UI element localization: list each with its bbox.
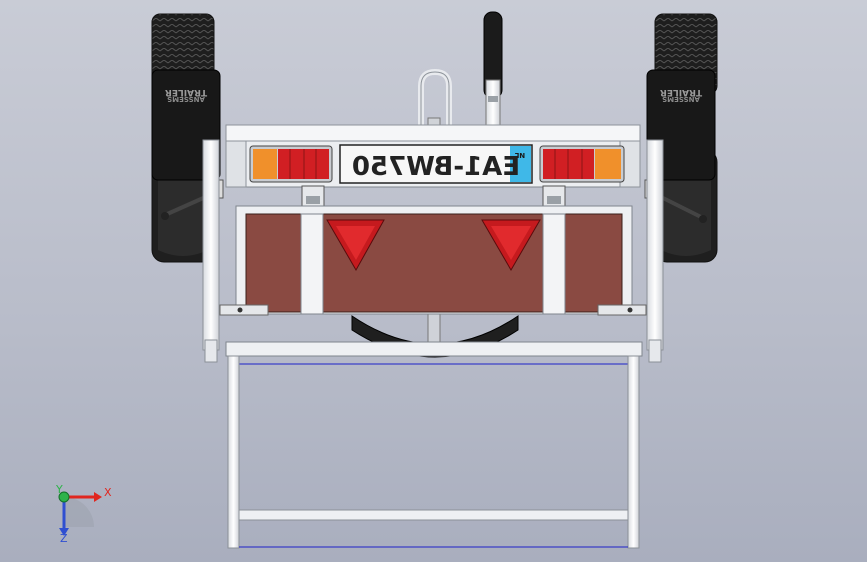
right-mudguard-brand: TRAILER [660, 87, 702, 97]
right-reflector [481, 219, 541, 271]
right-mudguard: TRAILER ANSSEMS [646, 69, 716, 181]
plate-country-code: NL [514, 151, 525, 159]
left-post [202, 139, 220, 363]
svg-text:ANSSEMS: ANSSEMS [662, 95, 700, 103]
right-post [646, 139, 664, 363]
left-reflector [326, 219, 385, 272]
left-bracket [219, 304, 269, 316]
right-tail-light [539, 145, 625, 183]
x-axis-label: X [104, 486, 112, 499]
left-tail-light [249, 145, 333, 183]
left-mudguard-brand: TRAILER [165, 87, 207, 97]
jockey-wheel [483, 11, 503, 127]
z-axis-label: Z [60, 532, 68, 545]
y-axis [58, 491, 70, 503]
lower-frame [225, 341, 643, 549]
safety-handle [418, 68, 452, 127]
axis-triad: X Y Z [55, 483, 112, 545]
license-plate: EA1-BW750 NL [339, 144, 533, 184]
svg-text:ANSSEMS: ANSSEMS [167, 95, 205, 103]
plate-country-band [510, 146, 531, 182]
tailgate [235, 205, 633, 315]
right-bracket [597, 304, 647, 316]
plate-number: EA1-BW750 [352, 152, 520, 182]
y-axis-label: Y [55, 483, 63, 496]
